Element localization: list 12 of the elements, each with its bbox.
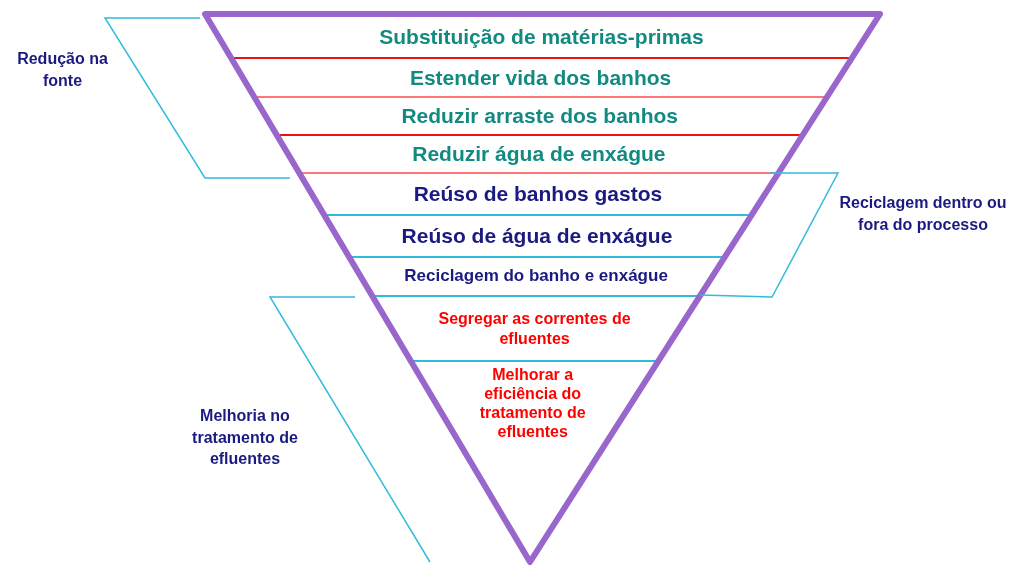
pyramid-level: Reúso de banhos gastos — [334, 176, 742, 212]
pyramid-level: Segregar as correntes de efluentes — [420, 299, 649, 358]
pyramid-level: Reduzir água de enxágue — [309, 138, 769, 170]
bracket-label: Melhoria no tratamento de efluentes — [191, 406, 299, 470]
pyramid-level: Substituição de matérias-primas — [241, 19, 842, 55]
pyramid-level: Reciclagem do banho e enxágue — [382, 260, 690, 293]
bracket-label: Reciclagem dentro ou fora do processo — [838, 193, 1008, 235]
bracket-label: Redução na fonte — [16, 49, 109, 91]
pyramid-level: Melhorar a eficiência do tratamento de efluentes — [470, 364, 595, 442]
pyramid-level: Reduzir arraste dos banhos — [286, 100, 793, 132]
pyramid-level: Estender vida dos banhos — [264, 61, 817, 94]
pyramid-level: Reúso de água de enxágue — [359, 218, 715, 254]
